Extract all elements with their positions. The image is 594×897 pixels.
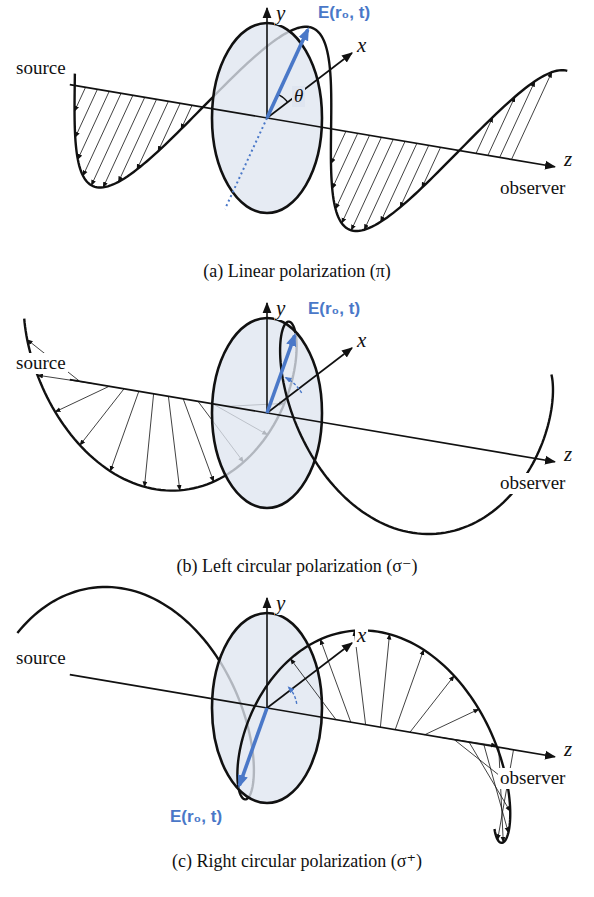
field-arrow: [320, 639, 350, 722]
panel-drawing: [24, 303, 555, 534]
axis-label: z: [562, 738, 574, 761]
axis-label: x: [355, 34, 368, 57]
field-arrow: [83, 93, 121, 176]
field-vector: [267, 30, 308, 118]
field-arrow: [158, 103, 180, 151]
z-axis: [70, 675, 555, 757]
axis-label: x: [355, 624, 368, 647]
field-arrow: [144, 394, 153, 487]
subfigure-caption: (b) Left circular polarization (σ⁻): [0, 557, 594, 577]
field-arrow: [110, 391, 139, 471]
field-arrow: [422, 147, 441, 187]
field-arrow: [55, 386, 109, 412]
field-arrow: [103, 97, 145, 187]
wave-curve: [280, 322, 553, 534]
y-axis: [266, 8, 268, 118]
field-arrow: [118, 99, 156, 182]
field-label: E(r₀, t): [316, 4, 372, 23]
angle-label: θ: [292, 86, 305, 107]
axis-label: z: [562, 443, 574, 466]
rotation-arrow: [286, 378, 302, 393]
field-arrow: [181, 105, 192, 129]
axis-label: z: [562, 148, 574, 171]
field-arrow: [75, 87, 86, 111]
field-arrow: [80, 389, 124, 445]
field-arrow: [498, 750, 514, 840]
axis-label: x: [355, 329, 368, 352]
subfigure-caption: (a) Linear polarization (π): [0, 262, 594, 282]
field-arrow: [364, 141, 405, 229]
field-arrow: [425, 709, 479, 735]
field-arrow: [331, 131, 346, 163]
axis-label: y: [274, 592, 287, 615]
z-axis: [70, 380, 555, 462]
field-arrow: [78, 91, 109, 159]
field-arrow: [183, 399, 213, 482]
field-arrow: [91, 95, 133, 185]
panel-drawing: [17, 587, 555, 843]
field-arrow: [488, 97, 515, 156]
polarization-line: [225, 118, 267, 209]
field-arrow: [75, 89, 97, 137]
wave-curve: [309, 27, 567, 231]
y-axis: [266, 303, 268, 413]
z-axis: [70, 85, 555, 167]
field-arrow: [351, 139, 393, 230]
observer-label: observer: [498, 473, 567, 494]
observer-label: observer: [498, 768, 567, 789]
field-vector: [267, 336, 295, 414]
field-arrow: [512, 72, 552, 159]
field-label: E(r₀, t): [168, 808, 224, 827]
field-arrow: [168, 396, 179, 490]
field-vector: [239, 708, 267, 786]
field-arrow: [336, 135, 370, 209]
field-arrow: [290, 659, 336, 720]
field-label: E(r₀, t): [306, 300, 362, 319]
angle-arc: [279, 95, 288, 103]
source-label: source: [14, 648, 68, 669]
panel-drawing: [70, 8, 567, 231]
field-arrow: [400, 145, 429, 207]
field-arrow: [137, 101, 168, 169]
subfigure-caption: (c) Right circular polarization (σ⁺): [0, 852, 594, 872]
field-arrow: [332, 133, 358, 188]
observer-label: observer: [498, 178, 567, 199]
rotation-arrow: [289, 687, 297, 704]
field-arrow: [476, 117, 493, 153]
field-arrow: [342, 137, 382, 223]
x-axis: [267, 643, 352, 708]
wave-curve: [237, 630, 510, 842]
field-arrow: [380, 634, 389, 727]
field-arrow: [395, 650, 424, 730]
source-label: source: [14, 353, 68, 374]
source-label: source: [14, 58, 68, 79]
x-axis: [267, 53, 352, 118]
field-arrow: [500, 81, 535, 157]
axis-label: y: [274, 297, 287, 320]
y-axis: [266, 598, 268, 708]
axis-label: y: [274, 2, 287, 25]
